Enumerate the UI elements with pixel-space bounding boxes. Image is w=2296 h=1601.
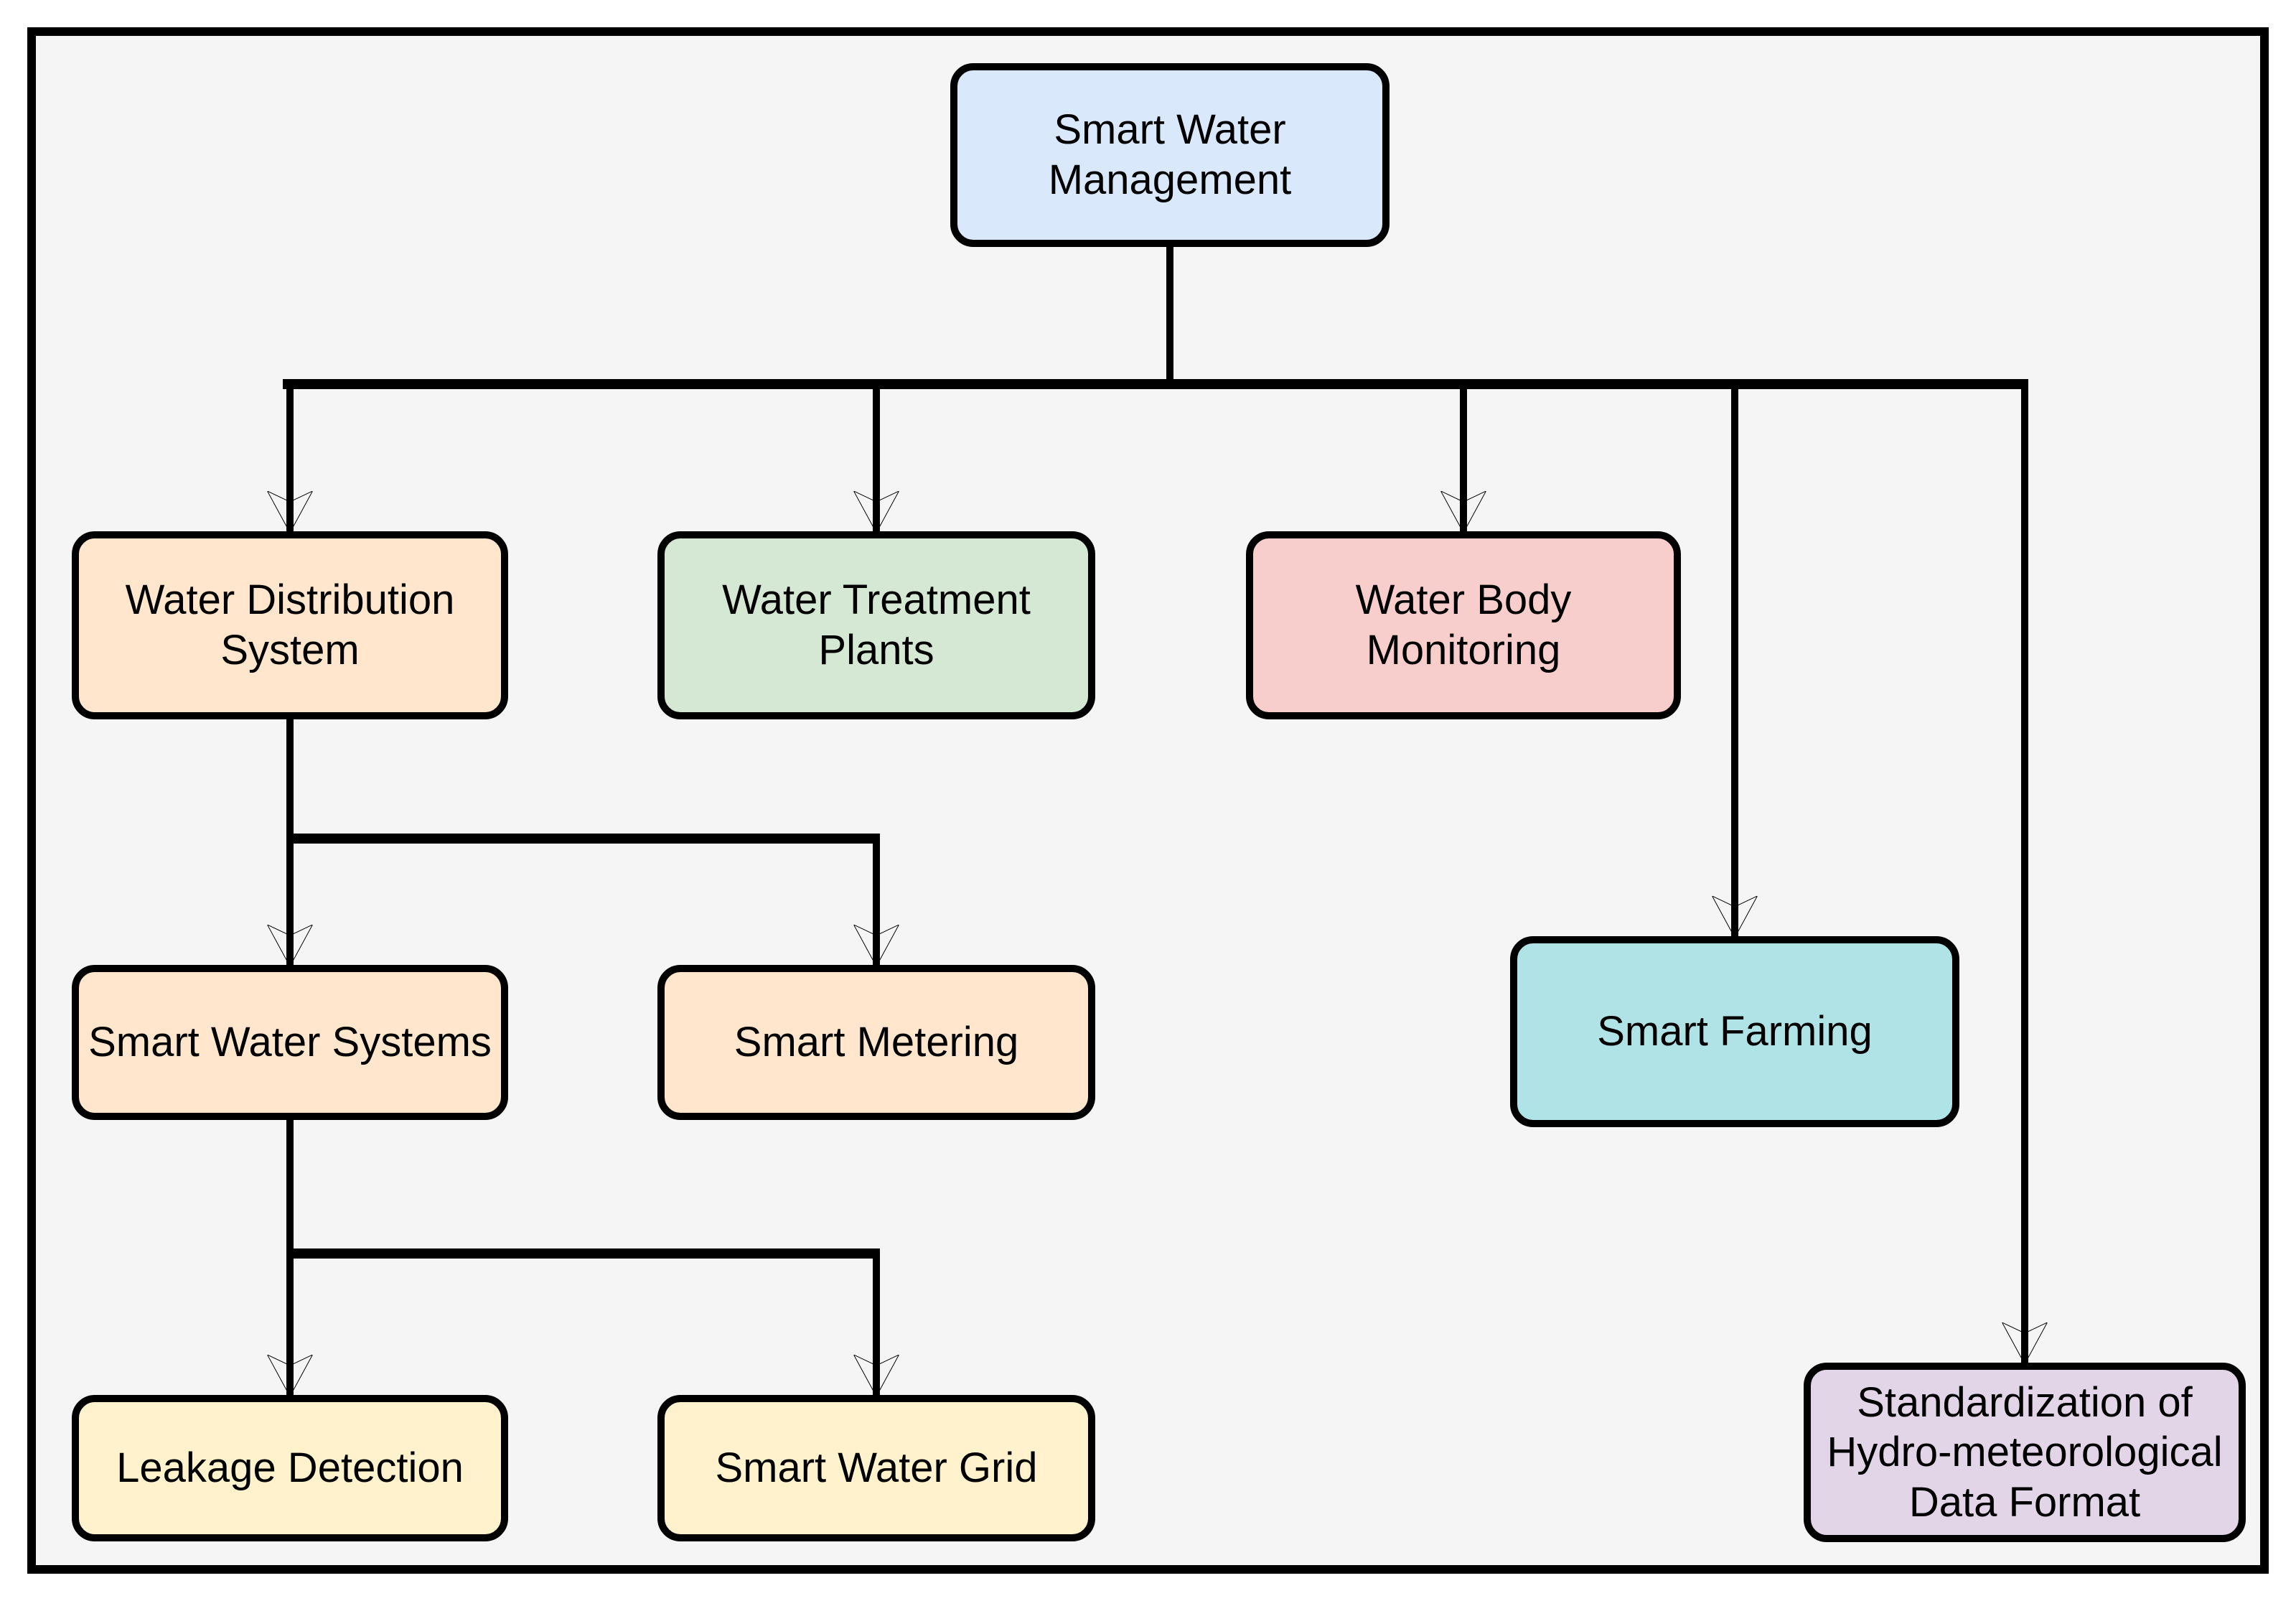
node-water-body-monitoring: Water Body Monitoring (1246, 531, 1681, 719)
node-label: Smart Water Grid (715, 1444, 1038, 1492)
node-standardization-of-hydro-meteorological-data-format: Standardization of Hydro-meteorological … (1804, 1363, 2246, 1542)
node-smart-water-grid: Smart Water Grid (657, 1395, 1095, 1541)
node-label: Water Body Monitoring (1355, 577, 1572, 673)
node-label: Smart Farming (1597, 1008, 1873, 1055)
node-smart-water-management: Smart Water Management (950, 63, 1390, 247)
node-label: Smart Water Management (1048, 106, 1292, 203)
node-leakage-detection: Leakage Detection (72, 1395, 508, 1541)
node-smart-farming: Smart Farming (1510, 936, 1959, 1127)
node-smart-metering: Smart Metering (657, 965, 1095, 1120)
node-label: Smart Water Systems (88, 1019, 492, 1066)
node-label: Standardization of Hydro-meteorological … (1827, 1378, 2223, 1526)
node-water-distribution-system: Water Distribution System (72, 531, 508, 719)
diagram-frame (27, 27, 2269, 1574)
node-label: Water Treatment Plants (722, 577, 1031, 673)
node-label: Smart Metering (734, 1019, 1019, 1066)
node-smart-water-systems: Smart Water Systems (72, 965, 508, 1120)
node-label: Leakage Detection (116, 1444, 464, 1492)
node-water-treatment-plants: Water Treatment Plants (657, 531, 1095, 719)
node-label: Water Distribution System (125, 577, 455, 673)
